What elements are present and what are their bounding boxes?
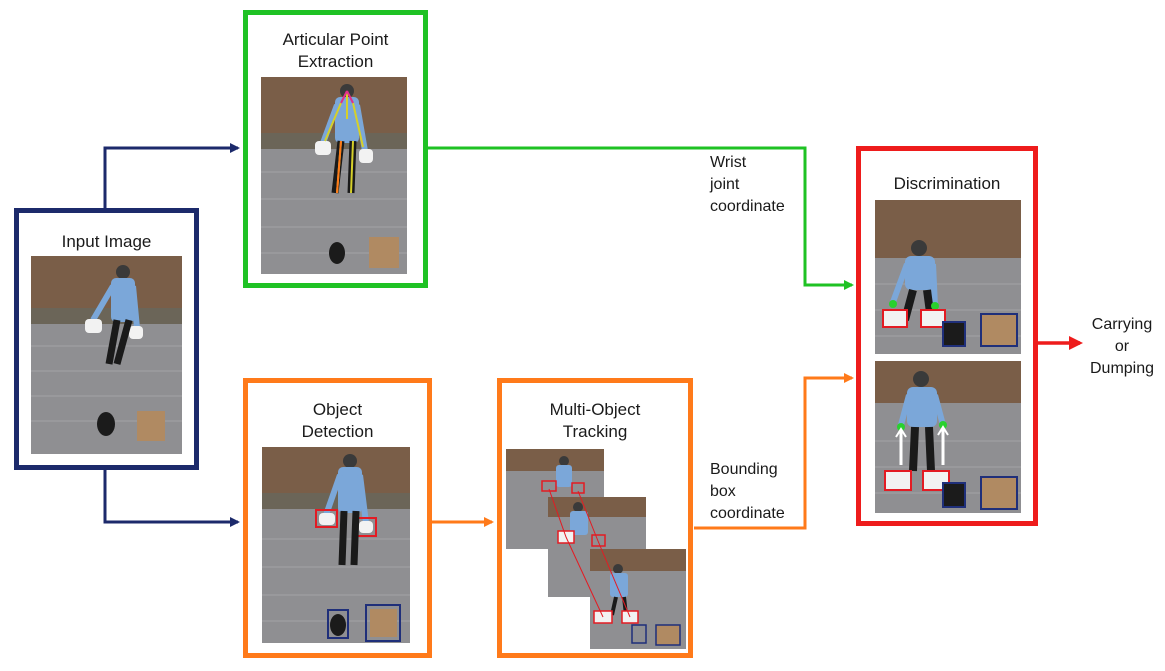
- arrow-tracking-to-discrimination: [694, 373, 854, 530]
- input-photo: [31, 256, 182, 454]
- input-image-title: Input Image: [61, 232, 152, 251]
- articular-point-extraction-title: Articular Point Extraction: [282, 30, 389, 71]
- input-image-node: Input Image: [14, 208, 199, 470]
- discrimination-title: Discrimination: [893, 174, 1001, 193]
- pose-photo: [261, 77, 407, 274]
- discrimination-photo-bottom: [875, 361, 1021, 513]
- object-detection-title: Object Detection: [301, 400, 374, 441]
- discrimination-photo-top: [875, 200, 1021, 354]
- object-detection-node: Object Detection: [243, 378, 432, 658]
- multi-object-tracking-node: Multi-Object Tracking: [497, 378, 693, 658]
- arrow-input-to-detection: [103, 470, 240, 527]
- tracking-photo-stack: [506, 449, 688, 649]
- wrist-joint-coordinate-label: Wrist joint coordinate: [710, 154, 785, 215]
- discrimination-node: Discrimination: [856, 146, 1038, 526]
- detection-photo: [262, 447, 410, 643]
- tracking-frame-3: [590, 549, 688, 649]
- output-label: Carrying or Dumping: [1089, 316, 1155, 377]
- articular-point-extraction-node: Articular Point Extraction: [243, 10, 428, 288]
- multi-object-tracking-title: Multi-Object Tracking: [549, 400, 641, 441]
- arrow-articular-to-discrimination: [428, 146, 854, 290]
- arrow-input-to-articular: [103, 143, 240, 208]
- bounding-box-coordinate-label: Bounding box coordinate: [710, 461, 785, 522]
